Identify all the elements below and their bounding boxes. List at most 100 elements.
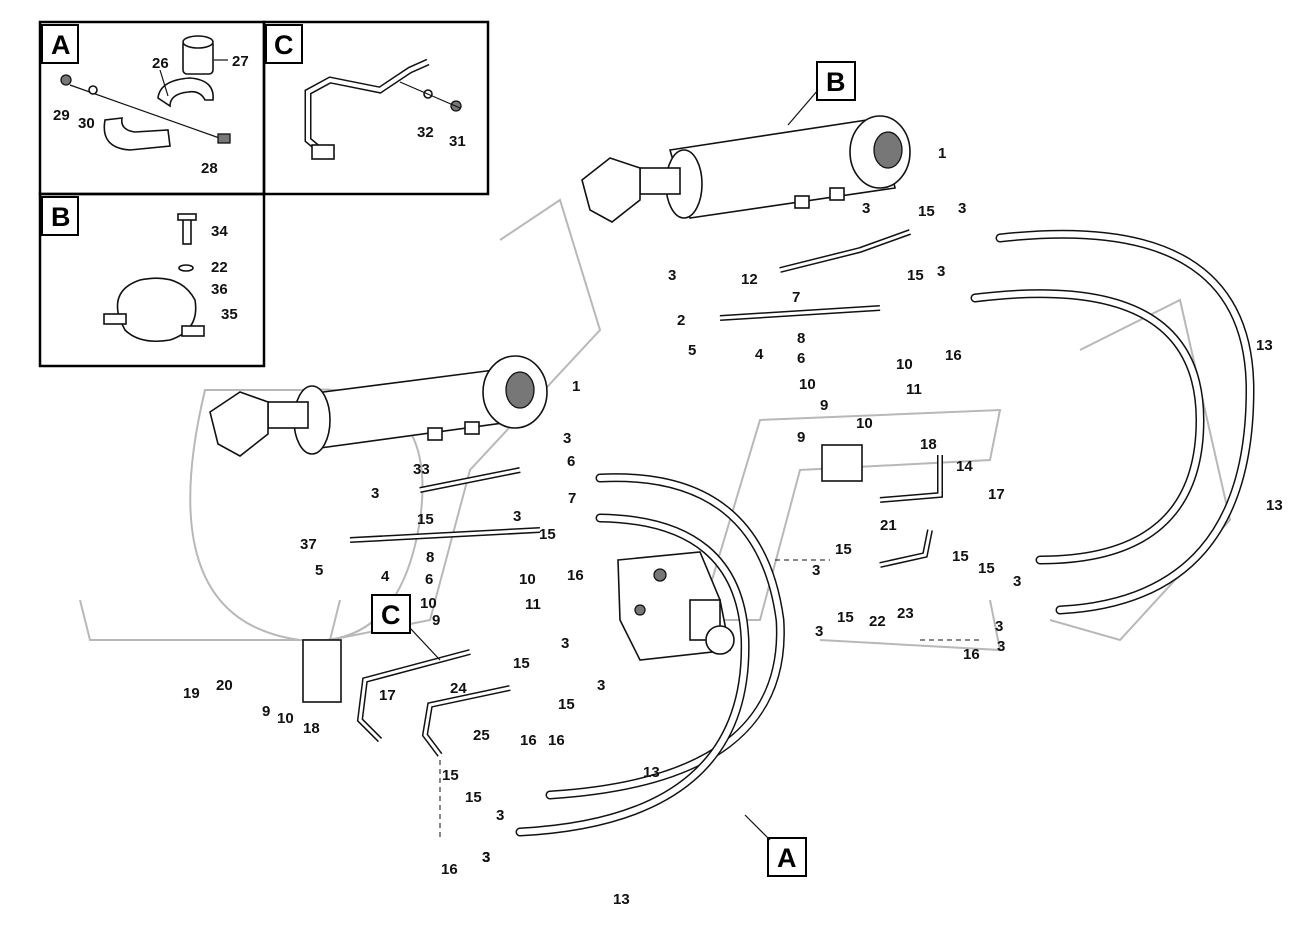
callout: 25	[473, 727, 490, 744]
callout: 15	[918, 203, 935, 220]
callout: 31	[449, 133, 466, 150]
callout: 6	[425, 571, 433, 588]
callout: 7	[792, 289, 800, 306]
callout: 3	[997, 638, 1005, 655]
callout: 23	[897, 605, 914, 622]
callout: 6	[567, 453, 575, 470]
callout: 24	[450, 680, 467, 697]
callout: 37	[300, 536, 317, 553]
callout: 9	[820, 397, 828, 414]
callout: 22	[211, 259, 228, 276]
callout: 18	[920, 436, 937, 453]
ref-label-c: C	[381, 600, 401, 630]
callout: 10	[277, 710, 294, 727]
callout: 3	[668, 267, 676, 284]
callout: 12	[741, 271, 758, 288]
callout: 16	[441, 861, 458, 878]
callout: 19	[183, 685, 200, 702]
callout: 13	[1266, 497, 1283, 514]
callout: 13	[643, 764, 660, 781]
callouts-middle-right: 10 9 18 14 17 13 21 15 3 15 15 3 3 15 22…	[797, 415, 1283, 663]
callout: 15	[465, 789, 482, 806]
callout: 3	[862, 200, 870, 217]
callout: 10	[519, 571, 536, 588]
callout: 1	[938, 145, 946, 162]
callout: 29	[53, 107, 70, 124]
valve-block	[617, 551, 735, 661]
callout: 15	[835, 541, 852, 558]
callout: 3	[995, 618, 1003, 635]
callout: 13	[613, 891, 630, 908]
callout: 7	[568, 490, 576, 507]
callout: 2	[677, 312, 685, 329]
callout: 6	[797, 350, 805, 367]
callouts-upper-cylinder: 1 3 15 3 3 12 15 3 7 2 8 5 4 6 16 10 13 …	[668, 145, 1273, 414]
callout: 27	[232, 53, 249, 70]
callout: 35	[221, 306, 238, 323]
callout: 32	[417, 124, 434, 141]
callout: 13	[1256, 337, 1273, 354]
callout: 16	[520, 732, 537, 749]
callout: 3	[563, 430, 571, 447]
inset-box-b-label: B	[51, 202, 71, 232]
callouts-inset-b: 34 22 36 35	[211, 223, 238, 323]
callout: 3	[812, 562, 820, 579]
callout: 5	[315, 562, 323, 579]
callout: 10	[896, 356, 913, 373]
callout: 9	[432, 612, 440, 629]
callout: 15	[558, 696, 575, 713]
callout: 3	[597, 677, 605, 694]
upper-cylinder	[581, 115, 911, 223]
callout: 3	[482, 849, 490, 866]
callout: 3	[496, 807, 504, 824]
callouts-inset-c: 32 31	[417, 124, 466, 150]
callout: 16	[963, 646, 980, 663]
inset-box-a: A	[38, 20, 266, 196]
callout: 11	[906, 381, 922, 398]
callout: 15	[978, 560, 995, 577]
callouts-lower-left: 19 20 9 10 18 17 24 15 3 3 15 25 16 16 1…	[183, 635, 660, 908]
callout: 18	[303, 720, 320, 737]
callout: 36	[211, 281, 228, 298]
callout: 3	[958, 200, 966, 217]
callout: 1	[572, 378, 580, 395]
callout: 9	[797, 429, 805, 446]
callout: 33	[413, 461, 430, 478]
callout: 15	[952, 548, 969, 565]
callout: 15	[417, 511, 434, 528]
hoses	[515, 229, 1255, 837]
callout: 15	[442, 767, 459, 784]
callout: 15	[539, 526, 556, 543]
pipes	[302, 229, 980, 840]
inset-box-b: B	[38, 192, 266, 368]
inset-box-c: C	[262, 20, 490, 196]
inset-box-c-label: C	[274, 30, 294, 60]
callout: 15	[837, 609, 854, 626]
callout: 15	[907, 267, 924, 284]
callout: 16	[548, 732, 565, 749]
callout: 14	[956, 458, 973, 475]
callout: 3	[561, 635, 569, 652]
callout: 34	[211, 223, 228, 240]
callout: 8	[797, 330, 805, 347]
callout: 16	[567, 567, 584, 584]
callout: 17	[988, 486, 1005, 503]
callout: 3	[815, 623, 823, 640]
callout: 22	[869, 613, 886, 630]
callout: 3	[371, 485, 379, 502]
callouts-inset-a: 26 27 29 30 28	[53, 53, 249, 177]
callout: 3	[513, 508, 521, 525]
ref-label-b: B	[826, 67, 846, 97]
callout: 3	[1013, 573, 1021, 590]
callouts-lower-cylinder: 1 3 33 6 3 7 15 3 37 15 8 5 4 16 6 10 10…	[300, 378, 584, 629]
callout: 4	[755, 346, 764, 363]
callout: 4	[381, 568, 390, 585]
callout: 3	[482, 849, 490, 866]
callout: 26	[152, 55, 169, 72]
callout: 16	[945, 347, 962, 364]
callout: 28	[201, 160, 218, 177]
callout: 10	[799, 376, 816, 393]
lower-cylinder	[209, 355, 548, 457]
callout: 20	[216, 677, 233, 694]
